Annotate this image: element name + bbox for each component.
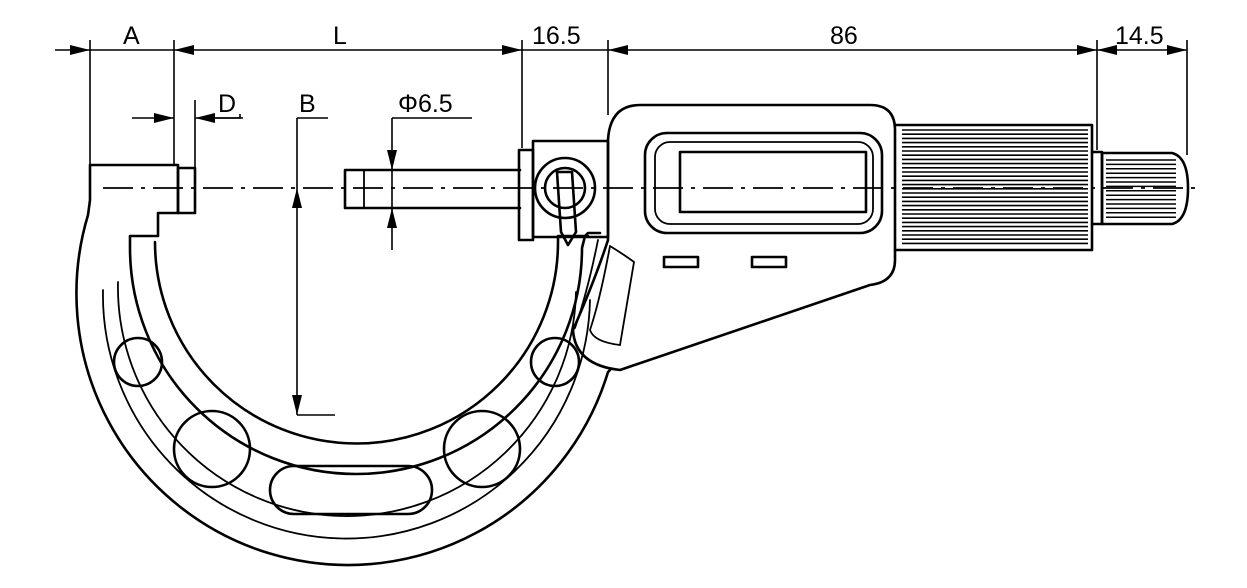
frame — [75, 163, 612, 567]
frame-band-inner — [117, 281, 577, 517]
thimble — [893, 123, 1094, 252]
lock-lever — [555, 170, 578, 247]
dim-label-ratchet-length: 14.5 — [1115, 22, 1164, 50]
frame-hole-lower-left — [172, 409, 252, 489]
frame-hole-lower-right — [442, 409, 522, 489]
ratchet — [1090, 150, 1190, 226]
thimble-knurling — [902, 129, 1088, 245]
body-outline — [571, 103, 897, 372]
dim-label-a: A — [123, 22, 140, 50]
spindle — [343, 168, 522, 210]
top-dimension-line — [55, 45, 1187, 55]
body-edge-line — [574, 239, 599, 329]
digital-body — [571, 103, 897, 372]
dim-label-body-length: 86 — [830, 22, 858, 50]
frame-outline — [75, 163, 612, 567]
frame-hole-left — [112, 336, 164, 388]
button-right — [750, 255, 788, 269]
frame-band-outer — [102, 289, 591, 540]
d-dimension — [132, 113, 243, 123]
anvil — [176, 166, 197, 215]
b-dimension — [292, 117, 335, 416]
dim-label-b: B — [299, 90, 316, 118]
display-bezel-inner — [654, 141, 874, 225]
frame-inner-arc — [153, 234, 590, 445]
ratchet-knurling — [1106, 159, 1176, 218]
dim-label-l: L — [333, 22, 347, 50]
dim-label-spindle-diameter: Φ6.5 — [398, 90, 453, 118]
body-lower-contour — [589, 245, 635, 346]
extension-lines — [89, 40, 1188, 168]
button-left — [662, 255, 700, 269]
lcd-screen — [678, 150, 868, 214]
diameter-dimension — [387, 117, 472, 250]
frame-slot-bottom — [268, 464, 434, 516]
sleeve — [517, 139, 610, 247]
display-bezel — [643, 131, 884, 235]
frame-hole-right — [529, 336, 581, 388]
dim-label-sleeve-length: 16.5 — [532, 22, 581, 50]
dim-label-d: D — [218, 90, 236, 118]
